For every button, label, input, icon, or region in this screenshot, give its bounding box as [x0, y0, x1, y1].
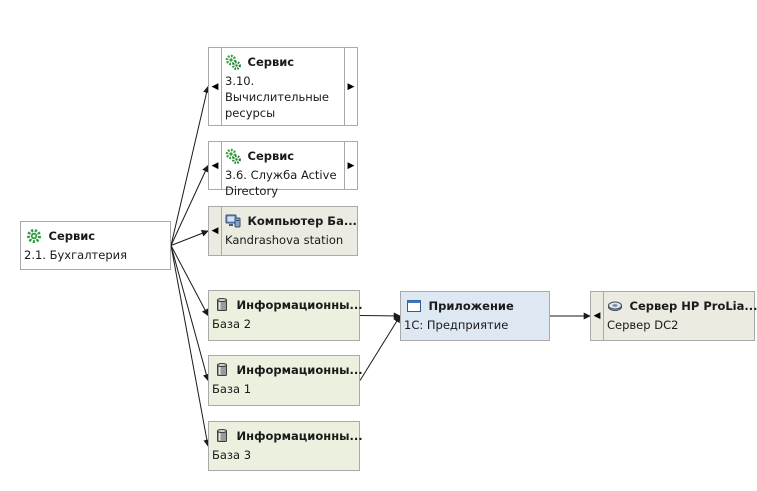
edge-root-to-svc310 [170, 85, 210, 246]
database-icon [217, 429, 227, 442]
node-title: Сервис [48, 229, 96, 243]
node-title: Сервер HP ProLia... [629, 299, 757, 313]
node-header: Сервер HP ProLia... [607, 298, 757, 316]
gears-icon [225, 54, 241, 70]
edge-db1-to-app [359, 315, 401, 381]
node-header: Приложение [406, 298, 545, 316]
node-server[interactable]: ◀ Сервер HP ProLia... Сервер DC2 [590, 291, 757, 341]
database-icon [217, 363, 227, 376]
node-text: Сервер DC2 [607, 318, 679, 332]
edge-root-to-computer [170, 230, 209, 246]
collapse-left-button[interactable]: ◀ [591, 292, 604, 340]
node-header: Информационны... [214, 297, 363, 315]
expand-right-button[interactable]: ▶ [344, 142, 357, 189]
gear-icon [27, 229, 41, 243]
collapse-left-button[interactable]: ◀ [209, 48, 222, 125]
node-header: Компьютер Ба... [225, 213, 357, 231]
node-header: Информационны... [214, 428, 363, 446]
computer-icon [225, 214, 241, 228]
node-title: Компьютер Ба... [247, 214, 357, 228]
edge-root-to-svc36 [170, 164, 209, 246]
node-header: Сервис [26, 228, 166, 246]
node-header: Информационны... [214, 362, 363, 380]
node-title: Сервис [247, 149, 295, 163]
node-infobase-2[interactable]: Информационны... База 2 [208, 290, 363, 341]
node-text: База 1 [212, 382, 252, 396]
database-icon [217, 298, 227, 311]
node-header: Сервис [225, 54, 340, 72]
node-title: Сервис [247, 55, 295, 69]
gears-icon [225, 148, 241, 164]
edge-root-to-db3 [170, 245, 211, 447]
node-service-active-directory[interactable]: ◀ Сервис 3.6. Служба Active Directory ▶ [208, 141, 358, 198]
node-service-compute[interactable]: ◀ Сервис 3.10. Вычислительные ресурсы ▶ [208, 47, 358, 126]
server-icon [608, 301, 622, 311]
collapse-left-button[interactable]: ◀ [209, 142, 222, 189]
node-title: Информационны... [236, 298, 363, 312]
node-computer[interactable]: ◀ Компьютер Ба... Kandrashova station [208, 206, 358, 256]
node-title: Информационны... [236, 429, 363, 443]
node-text: Kandrashova station [225, 233, 344, 247]
node-title: Информационны... [236, 363, 363, 377]
edge-root-to-db1 [170, 245, 210, 382]
node-text: База 2 [212, 317, 252, 331]
node-infobase-1[interactable]: Информационны... База 1 [208, 355, 363, 406]
node-text: База 3 [212, 448, 252, 462]
node-text: 3.10. Вычислительные ресурсы [225, 74, 329, 120]
edge-db2-to-app [359, 312, 401, 320]
node-text: 1С: Предприятие [404, 318, 509, 332]
window-icon [407, 300, 421, 312]
node-service-accounting[interactable]: Сервис 2.1. Бухгалтерия [20, 221, 171, 270]
node-title: Приложение [428, 299, 514, 313]
expand-right-button[interactable]: ▶ [344, 48, 357, 125]
edge-root-to-db2 [170, 245, 209, 317]
node-infobase-3[interactable]: Информационны... База 3 [208, 421, 363, 471]
collapse-left-button[interactable]: ◀ [209, 207, 222, 255]
node-header: Сервис [225, 148, 340, 166]
node-application[interactable]: Приложение 1С: Предприятие [400, 291, 550, 341]
node-text: 3.6. Служба Active Directory [225, 168, 337, 198]
node-text: 2.1. Бухгалтерия [24, 248, 128, 262]
